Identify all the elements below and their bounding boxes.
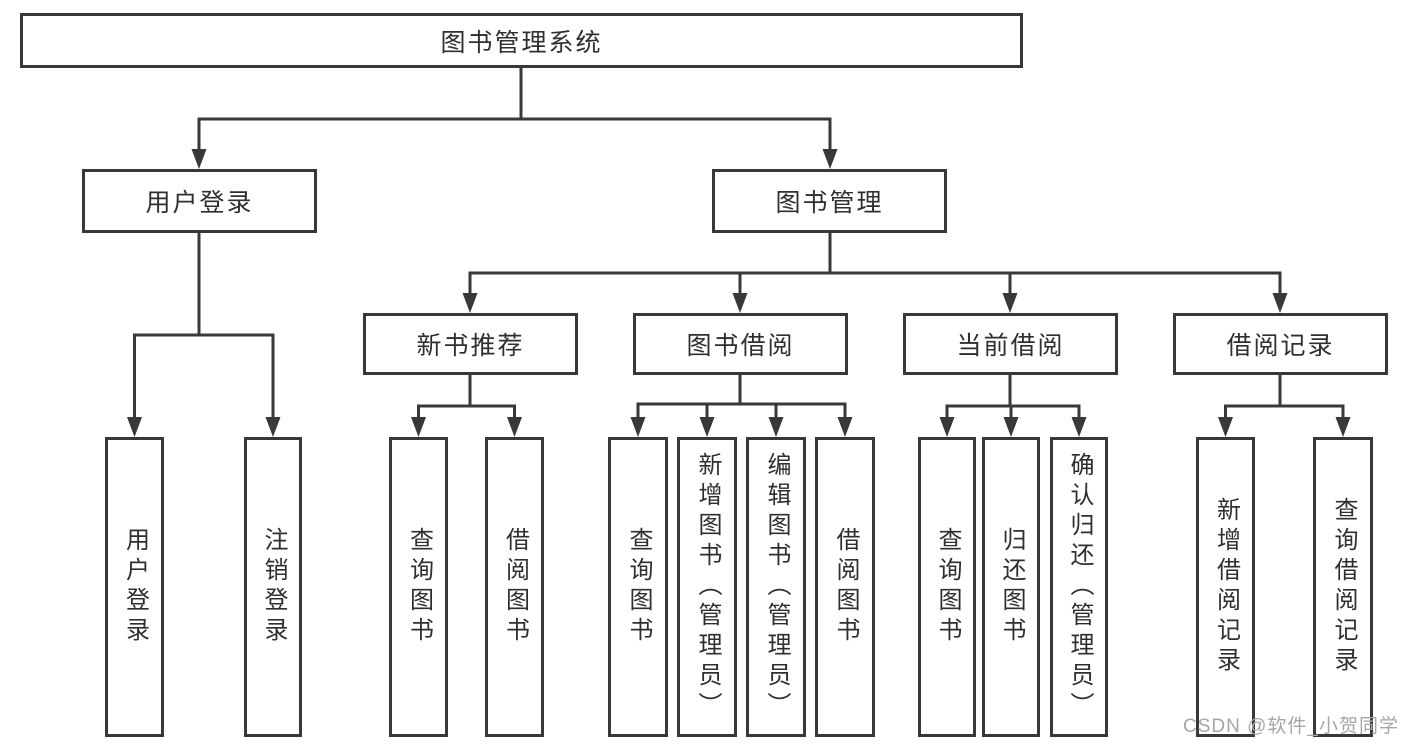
node-add-books-admin: 新增图书（管理员） bbox=[677, 437, 737, 737]
node-query-borrow-record-label: 查询借阅记录 bbox=[1330, 497, 1357, 677]
node-book-borrowing-label: 图书借阅 bbox=[686, 332, 795, 360]
watermark: CSDN @软件_小贺同学 bbox=[1183, 716, 1399, 737]
node-new-book-recommendation-label: 新书推荐 bbox=[416, 332, 525, 360]
node-current-borrowing-label: 当前借阅 bbox=[956, 332, 1065, 360]
node-borrow-books-leaf-label: 借阅图书 bbox=[832, 527, 859, 647]
node-user-login-label: 用户登录 bbox=[145, 189, 254, 217]
node-user-login-leaf: 用户登录 bbox=[105, 437, 164, 737]
node-add-borrow-record: 新增借阅记录 bbox=[1196, 437, 1255, 737]
node-edit-books-admin-label: 编辑图书（管理员） bbox=[763, 452, 790, 722]
node-library-system-label: 图书管理系统 bbox=[440, 28, 603, 57]
node-add-books-admin-label: 新增图书（管理员） bbox=[694, 452, 721, 722]
node-library-system: 图书管理系统 bbox=[20, 13, 1023, 68]
node-edit-books-admin: 编辑图书（管理员） bbox=[746, 437, 806, 737]
node-borrow-books-recommend: 借阅图书 bbox=[485, 437, 544, 737]
node-book-management: 图书管理 bbox=[712, 169, 947, 233]
node-query-borrow-record: 查询借阅记录 bbox=[1313, 437, 1373, 737]
node-logout-leaf: 注销登录 bbox=[244, 437, 302, 737]
node-logout-leaf-label: 注销登录 bbox=[260, 527, 287, 647]
node-query-books-recommend-label: 查询图书 bbox=[405, 527, 433, 647]
arrow-heads bbox=[127, 149, 1351, 437]
node-borrow-books-recommend-label: 借阅图书 bbox=[501, 527, 529, 647]
node-book-borrowing: 图书借阅 bbox=[633, 313, 848, 375]
node-user-login: 用户登录 bbox=[82, 169, 317, 233]
node-query-books-borrow-label: 查询图书 bbox=[625, 527, 652, 647]
node-current-borrowing: 当前借阅 bbox=[903, 313, 1118, 375]
node-query-books-current-label: 查询图书 bbox=[934, 527, 961, 647]
node-borrowing-records: 借阅记录 bbox=[1173, 313, 1388, 375]
node-return-books-label: 归还图书 bbox=[998, 527, 1025, 647]
node-confirm-return-admin: 确认归还（管理员） bbox=[1050, 437, 1108, 737]
node-add-borrow-record-label: 新增借阅记录 bbox=[1212, 497, 1240, 677]
node-return-books: 归还图书 bbox=[982, 437, 1040, 737]
node-query-books-recommend: 查询图书 bbox=[389, 437, 448, 737]
node-new-book-recommendation: 新书推荐 bbox=[363, 313, 578, 375]
node-borrow-books-leaf: 借阅图书 bbox=[815, 437, 875, 737]
node-book-management-label: 图书管理 bbox=[775, 189, 884, 217]
node-query-books-current: 查询图书 bbox=[918, 437, 976, 737]
node-confirm-return-admin-label: 确认归还（管理员） bbox=[1066, 452, 1093, 722]
node-borrowing-records-label: 借阅记录 bbox=[1226, 332, 1335, 360]
node-query-books-borrow: 查询图书 bbox=[608, 437, 668, 737]
node-user-login-leaf-label: 用户登录 bbox=[121, 527, 149, 647]
